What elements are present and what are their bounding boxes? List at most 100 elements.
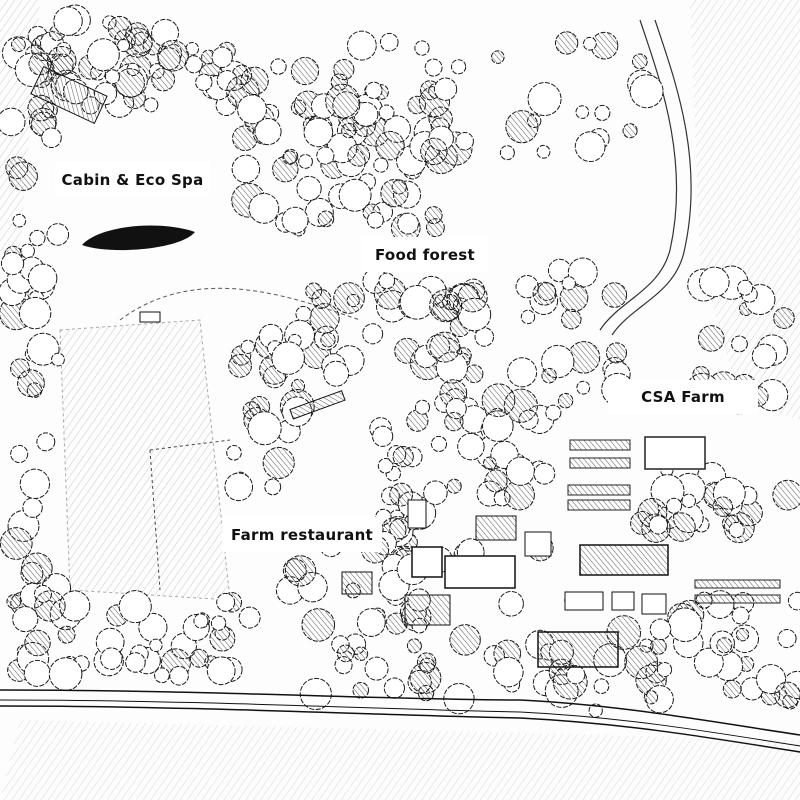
tree <box>48 657 83 691</box>
tree <box>356 608 386 637</box>
tree <box>262 446 295 480</box>
crop-beds <box>567 436 781 604</box>
tree <box>666 512 696 542</box>
tree <box>210 615 227 631</box>
tree <box>206 656 236 686</box>
tree <box>450 59 467 75</box>
tree <box>320 332 336 348</box>
tree <box>372 425 394 447</box>
tree <box>426 218 445 238</box>
tree <box>104 69 120 85</box>
tree <box>446 478 462 494</box>
tree <box>365 81 383 100</box>
tree <box>299 677 332 711</box>
tree <box>298 154 313 169</box>
tree <box>561 276 576 291</box>
tree <box>209 625 236 652</box>
tree <box>291 378 306 393</box>
tree <box>772 479 800 511</box>
tree <box>169 665 189 686</box>
tree <box>594 104 611 121</box>
tree <box>151 67 176 92</box>
tree <box>100 647 123 670</box>
tree <box>8 161 38 191</box>
tree <box>116 39 130 53</box>
tree <box>520 309 536 325</box>
tree <box>507 357 538 388</box>
tree <box>0 527 33 560</box>
tree <box>24 629 51 657</box>
tree <box>303 117 334 148</box>
tree <box>716 637 733 654</box>
tree <box>46 223 70 246</box>
tree <box>10 444 29 464</box>
tree <box>407 95 426 115</box>
tree <box>51 352 65 367</box>
tree <box>527 82 562 117</box>
tree <box>21 552 53 585</box>
tree <box>19 468 51 499</box>
pond <box>82 225 195 251</box>
tree <box>601 282 628 308</box>
tree <box>248 192 280 224</box>
tree <box>143 97 159 113</box>
tree <box>532 281 557 306</box>
tree <box>457 282 488 313</box>
tree <box>296 175 322 202</box>
tree <box>290 56 320 86</box>
tree <box>631 53 648 70</box>
tree <box>622 123 638 139</box>
tree <box>774 681 800 709</box>
tree <box>557 392 574 409</box>
tree <box>712 496 734 517</box>
tree <box>216 592 236 612</box>
label-food-forest: Food forest <box>362 237 488 272</box>
tree <box>6 594 22 609</box>
tree <box>491 50 505 64</box>
tree <box>282 558 307 583</box>
label-csa-farm: CSA Farm <box>608 380 758 414</box>
tree <box>290 99 307 116</box>
tree <box>505 110 539 144</box>
tree <box>282 150 297 165</box>
tree <box>237 94 268 125</box>
tree <box>420 137 448 166</box>
tree <box>264 478 282 496</box>
tree <box>576 380 591 395</box>
tree <box>12 213 27 228</box>
tree <box>566 665 586 685</box>
tree <box>240 66 269 95</box>
tree <box>323 360 350 387</box>
tree <box>735 627 750 642</box>
tree <box>193 613 209 629</box>
tree <box>352 682 370 699</box>
tree <box>681 493 696 509</box>
tree <box>125 652 146 673</box>
tree <box>247 411 282 446</box>
road <box>0 689 800 753</box>
tree <box>498 590 524 617</box>
tree <box>364 656 389 681</box>
tree <box>240 339 255 354</box>
tree <box>605 342 628 364</box>
tree <box>185 41 200 56</box>
tree <box>379 32 399 52</box>
tree <box>424 58 443 77</box>
tree <box>336 644 355 663</box>
tree <box>378 104 395 121</box>
tree <box>228 353 252 378</box>
tree <box>457 432 485 461</box>
tree <box>149 638 163 653</box>
tree <box>12 605 39 633</box>
tree <box>41 127 62 149</box>
label-farm-restaurant: Farm restaurant <box>222 517 382 552</box>
tree <box>0 107 26 137</box>
tree <box>541 367 557 384</box>
tree <box>697 325 725 352</box>
tree <box>305 282 323 300</box>
tree <box>389 482 414 507</box>
tree <box>406 638 422 654</box>
tree <box>649 618 672 641</box>
tree <box>667 607 703 643</box>
